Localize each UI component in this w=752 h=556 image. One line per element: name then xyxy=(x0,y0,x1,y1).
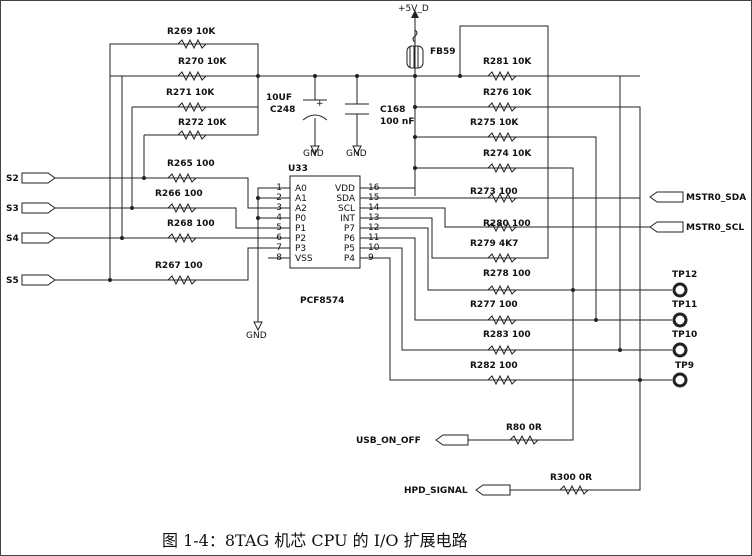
chip-ref: U33 xyxy=(288,164,308,174)
chip-pin-number: 6 xyxy=(276,233,282,243)
r283-label: R283 100 xyxy=(483,330,531,340)
r273-label: R273 100 xyxy=(470,187,518,197)
chip-pin-name: SCL xyxy=(338,204,355,214)
chip-pin-number: 12 xyxy=(368,223,379,233)
r278-label: R278 100 xyxy=(483,269,531,279)
r282-label: R282 100 xyxy=(470,361,518,371)
chip-pin-number: 13 xyxy=(368,213,379,223)
chip-pin-name: A2 xyxy=(295,204,307,214)
junctions xyxy=(108,74,642,382)
test-point-icons xyxy=(672,282,688,388)
chip-pin-name: SDA xyxy=(336,194,355,204)
r280-label: R280 100 xyxy=(483,219,531,229)
svg-text:+: + xyxy=(316,99,324,109)
ferrite-bead-symbol xyxy=(406,29,424,69)
chip-pin-name: P1 xyxy=(295,224,306,234)
chip-pin-name: INT xyxy=(340,214,355,224)
r277-label: R277 100 xyxy=(470,300,518,310)
labels: +5V_D FB59 10UF C248 C168 100 nF GND GND… xyxy=(6,4,746,550)
chip-pin-number: 10 xyxy=(368,243,380,253)
r269-label: R269 10K xyxy=(167,27,216,37)
r268-label: R268 100 xyxy=(167,219,215,229)
chip-pin-number: 5 xyxy=(276,223,282,233)
chip-pin-number: 8 xyxy=(276,253,282,263)
r272-label: R272 10K xyxy=(178,118,227,128)
gnd-label-c168: GND xyxy=(346,149,367,159)
r266-label: R266 100 xyxy=(155,189,203,199)
tp10-label: TP10 xyxy=(672,330,697,340)
tp9-label: TP9 xyxy=(675,361,694,371)
c248-ref: C248 xyxy=(270,105,295,115)
chip-pin-number: 7 xyxy=(276,243,282,253)
port-s2: S2 xyxy=(6,174,19,184)
power-arrow-icon xyxy=(411,10,419,18)
capacitor-symbols: + xyxy=(302,99,369,121)
figure-caption: 图 1-4：8TAG 机芯 CPU 的 I/O 扩展电路 xyxy=(162,531,468,550)
r300-label: R300 0R xyxy=(550,473,592,483)
r276-label: R276 10K xyxy=(483,88,532,98)
fb59-label: FB59 xyxy=(430,47,456,57)
gnd-arrow-icons xyxy=(253,145,362,332)
r274-label: R274 10K xyxy=(483,149,532,159)
port-mstr-sda: MSTR0_SDA xyxy=(686,193,746,203)
chip-pin-number: 14 xyxy=(368,203,380,213)
power-label: +5V_D xyxy=(398,4,429,14)
resistor-symbols xyxy=(167,38,589,496)
gnd-label-chip: GND xyxy=(246,331,267,341)
r80-label: R80 0R xyxy=(506,423,542,433)
chip-pin-number: 15 xyxy=(368,193,379,203)
port-flags xyxy=(21,172,684,496)
chip-pin-name: P5 xyxy=(344,244,355,254)
chip-pin-name: P6 xyxy=(344,234,355,244)
wires xyxy=(55,14,672,491)
chip-pin-name: A1 xyxy=(295,194,307,204)
chip-pin-name: P7 xyxy=(344,224,355,234)
chip-pin-number: 11 xyxy=(368,233,379,243)
tp12-label: TP12 xyxy=(672,270,697,280)
r270-label: R270 10K xyxy=(178,57,227,67)
chip-pin-name: P2 xyxy=(295,234,306,244)
chip-pin-name: A0 xyxy=(295,184,307,194)
chip-pin-number: 16 xyxy=(368,183,380,193)
chip-pin-number: 3 xyxy=(276,203,282,213)
port-s3: S3 xyxy=(6,204,19,214)
port-s4: S4 xyxy=(6,234,19,244)
c168-value: 100 nF xyxy=(380,117,414,127)
port-hpd-signal: HPD_SIGNAL xyxy=(404,486,468,496)
chip-pin-labels: 1 A0 2 A1 3 A2 4 P0 5 P1 6 P2 7 P3 8 VSS 16 VDD 15 SDA 14 SCL… xyxy=(276,183,379,264)
chip-pin-number: 9 xyxy=(368,253,374,263)
tp11-label: TP11 xyxy=(672,300,697,310)
chip-pin-number: 4 xyxy=(276,213,282,223)
port-mstr-scl: MSTR0_SCL xyxy=(686,223,744,233)
chip-pin-name: VSS xyxy=(295,254,313,264)
c168-ref: C168 xyxy=(380,105,405,115)
r279-label: R279 4K7 xyxy=(470,239,518,249)
chip-pin-name: P3 xyxy=(295,244,306,254)
chip-pin-number: 1 xyxy=(276,183,282,193)
port-s5: S5 xyxy=(6,276,19,286)
r275-label: R275 10K xyxy=(470,118,519,128)
chip-pin-name: P0 xyxy=(295,214,306,224)
chip-pin-name: VDD xyxy=(335,184,355,194)
chip-pin-name: P4 xyxy=(344,254,355,264)
c248-value: 10UF xyxy=(266,93,292,103)
r271-label: R271 10K xyxy=(166,88,215,98)
r265-label: R265 100 xyxy=(167,159,215,169)
chip-pin-number: 2 xyxy=(276,193,282,203)
r267-label: R267 100 xyxy=(155,261,203,271)
r281-label: R281 10K xyxy=(483,57,532,67)
gnd-label-c248: GND xyxy=(303,149,324,159)
chip-part: PCF8574 xyxy=(300,296,344,306)
chip-u33 xyxy=(268,175,382,269)
port-usb-on-off: USB_ON_OFF xyxy=(356,436,421,446)
